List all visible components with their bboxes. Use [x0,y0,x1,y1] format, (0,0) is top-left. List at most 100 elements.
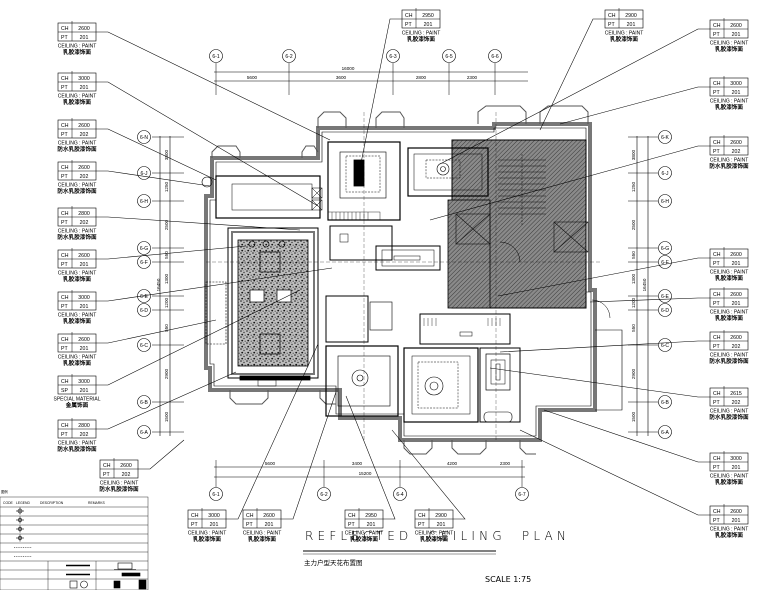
leader-line [559,86,710,125]
leader-line [96,216,301,231]
tag-material-code: 201 [732,261,741,267]
tag-description-cn: 防水乳胶漆饰面 [709,357,749,365]
tag-description-cn: 乳胶漆饰面 [715,45,743,53]
tag-description-en: CEILING : PAINT [100,481,139,487]
tag-code-label: PT [418,522,425,528]
tag-material-code: 201 [80,388,89,394]
tag-ceiling-height: 2800 [78,211,90,217]
tag-ch-label: CH [348,513,356,519]
tag-description-en: CEILING : PAINT [243,531,282,537]
axis-label: 6-C [140,343,148,349]
room-kitchen [215,175,321,219]
axis-bubble-icon [658,194,672,208]
closet-middle [419,313,511,345]
room-lobby [407,147,489,197]
axis-bubble-top: 6-5 [442,49,456,63]
dimension-right-segment: 1250 [631,181,636,192]
tag-code-label: PT [608,22,615,28]
bay-window-bottom-1 [229,390,269,405]
axis-bubble-left: 6-F [137,255,151,269]
tag-description-cn: 乳胶漆饰面 [248,535,276,543]
tag-material-code: 201 [732,32,741,38]
axis-label: 6-N [140,135,148,141]
living-stone-ceiling [237,239,309,367]
tag-code-label: PT [713,344,720,350]
axis-label: 6-K [661,135,669,141]
axis-bubble-right: 6-A [658,425,672,439]
drawing-scale: SCALE 1:75 [485,575,531,584]
tag-description-en: SPECIAL MATERIAL [54,397,101,403]
legend-column-header: LEGEND [16,501,30,505]
tag-ceiling-height: 2600 [78,337,90,343]
tag-ch-label: CH [713,456,721,462]
tag-ch-label: CH [713,335,721,341]
tag-code-label: PT [713,149,720,155]
bedroom-bl-ceiling [337,355,391,407]
tag-description-cn: 防水乳胶漆饰面 [709,162,749,170]
axis-bubble-icon [137,338,151,352]
room-bathroom-top [329,225,393,261]
room-study-left [205,281,227,345]
leader-line [96,170,211,187]
axis-bubble-top: 6-3 [386,49,400,63]
tag-material-code: 201 [732,301,741,307]
bay-window-left-2 [301,145,319,158]
leader-line [138,439,185,470]
leader-line [429,145,710,221]
dimension-left-segment: 550 [164,251,169,259]
leader-line [359,18,402,169]
tag-description-en: CEILING : PAINT [710,41,749,47]
tag-code-label: PT [348,522,355,528]
tag-ch-label: CH [61,337,69,343]
tag-ceiling-height: 2600 [730,252,742,258]
tag-material-code: 202 [80,220,89,226]
axis-bubble-bottom: 6-2 [317,487,331,501]
wardrobe-strip [327,211,381,221]
closet-middle-hangers [423,318,501,326]
tag-ceiling-height: 2600 [78,123,90,129]
axis-label: 6-C [661,343,669,349]
bay-window-bottom-3 [403,440,433,455]
axis-label: 6-2 [320,492,327,498]
drawing-subtitle: 主力户型天花布置图 [304,558,363,567]
tag-description-cn: 乳胶漆饰面 [610,35,638,43]
corridor-light-strip [393,255,421,261]
tag-ceiling-height: 2900 [625,13,637,19]
tag-ch-label: CH [405,13,413,19]
tag-code-label: PT [61,432,68,438]
legend-column-header: DESCRIPTION [40,501,64,505]
tag-description-en: CEILING : PAINT [710,310,749,316]
axis-bubble-left: 6-E [137,289,151,303]
tag-material-code: 201 [80,304,89,310]
tag-description-cn: 防水乳胶漆饰面 [57,187,97,195]
lobby-dashed-frame [425,159,461,179]
axis-label: 6-B [140,400,148,406]
legend-downlight-icon [16,507,24,515]
tag-ceiling-height: 2600 [730,509,742,515]
core-hatched-area-left [447,199,491,309]
exterior-wall-inner-line [209,127,592,437]
dimension-top-segment: 2800 [416,75,427,80]
axis-bubble-icon [658,303,672,317]
master-bedroom-ceiling [411,355,471,415]
legend-grille-icon [138,579,147,590]
axis-bubble-right: 6-E [658,289,672,303]
tag-description-cn: 乳胶漆饰面 [63,275,91,283]
legend-symbols [14,507,147,590]
tag-code-label: PT [713,90,720,96]
tag-description-en: CEILING : PAINT [710,158,749,164]
floor-plan [201,105,623,455]
tag-material-code: 201 [627,22,636,28]
